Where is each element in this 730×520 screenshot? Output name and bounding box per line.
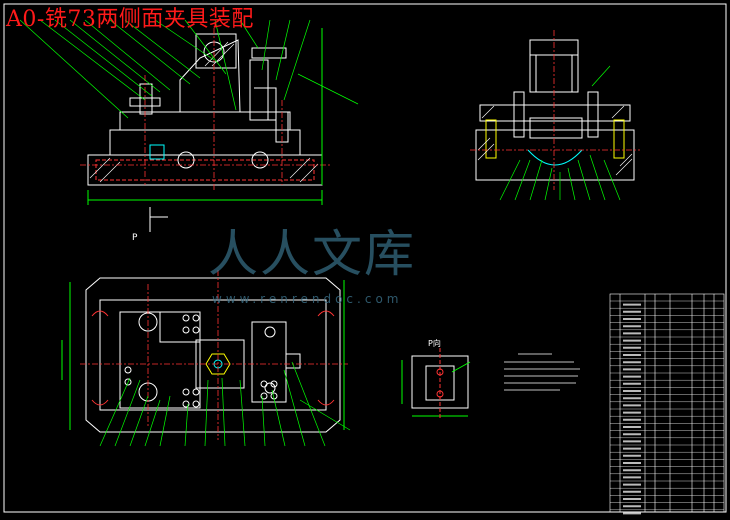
drawing-title: A0-铣73两侧面夹具装配	[6, 7, 254, 32]
front-view	[80, 28, 330, 232]
tech-notes	[504, 353, 580, 391]
p-view-title: P向	[428, 338, 441, 348]
parts-list	[609, 293, 725, 513]
sheet-border	[3, 3, 727, 513]
front-leaders	[19, 19, 359, 119]
watermark-url: www.renrendoc.com	[212, 292, 403, 306]
plan-leaders	[99, 361, 351, 447]
parts-list-cells	[623, 303, 641, 515]
p-view	[401, 348, 471, 418]
view-label-p: P	[132, 233, 138, 243]
watermark-logo-text: 人人文库	[208, 225, 416, 283]
side-view	[470, 30, 640, 190]
parts-list-rows	[610, 300, 724, 510]
side-leaders	[499, 65, 621, 201]
